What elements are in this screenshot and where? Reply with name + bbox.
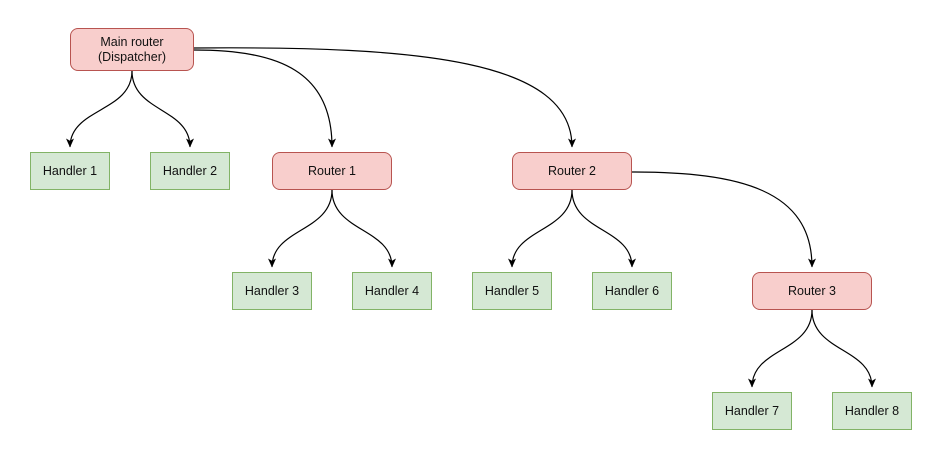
- node-label-handler-6: Handler 6: [604, 283, 660, 298]
- node-label-router-2: Router 2: [548, 163, 596, 178]
- node-router-2[interactable]: Router 2: [512, 152, 632, 190]
- node-label-handler-8: Handler 8: [844, 403, 900, 418]
- node-label-handler-4: Handler 4: [364, 283, 420, 298]
- node-label-router-1: Router 1: [308, 163, 356, 178]
- node-label-handler-3: Handler 3: [244, 283, 300, 298]
- node-router-1[interactable]: Router 1: [272, 152, 392, 190]
- edge-router-1-to-handler-3: [268, 189, 333, 268]
- edge-main-to-handler-2: [131, 70, 194, 148]
- edge-router-2-to-handler-6: [571, 189, 636, 268]
- edge-main-to-router-1: [193, 49, 336, 148]
- edge-main-to-handler-1: [66, 70, 133, 148]
- edge-router-1-to-handler-4: [331, 189, 396, 268]
- node-label-handler-7: Handler 7: [724, 403, 780, 418]
- edge-router-2-to-handler-5: [508, 189, 573, 268]
- node-label-handler-5: Handler 5: [484, 283, 540, 298]
- node-router-3[interactable]: Router 3: [752, 272, 872, 310]
- edge-main-to-router-2: [193, 47, 576, 148]
- node-handler-1[interactable]: Handler 1: [30, 152, 110, 190]
- node-label-router-3: Router 3: [788, 283, 836, 298]
- node-handler-2[interactable]: Handler 2: [150, 152, 230, 190]
- node-label-handler-2: Handler 2: [162, 163, 218, 178]
- node-handler-7[interactable]: Handler 7: [712, 392, 792, 430]
- node-handler-6[interactable]: Handler 6: [592, 272, 672, 310]
- node-label-handler-1: Handler 1: [42, 163, 98, 178]
- edges-group: [66, 47, 876, 388]
- edge-router-3-to-handler-7: [748, 309, 813, 388]
- node-handler-8[interactable]: Handler 8: [832, 392, 912, 430]
- node-label-main-router: Main router (Dispatcher): [97, 34, 167, 64]
- edge-router-2-to-router-3: [631, 171, 816, 268]
- node-handler-5[interactable]: Handler 5: [472, 272, 552, 310]
- node-handler-3[interactable]: Handler 3: [232, 272, 312, 310]
- node-handler-4[interactable]: Handler 4: [352, 272, 432, 310]
- node-main-router[interactable]: Main router (Dispatcher): [70, 28, 194, 71]
- edge-router-3-to-handler-8: [811, 309, 876, 388]
